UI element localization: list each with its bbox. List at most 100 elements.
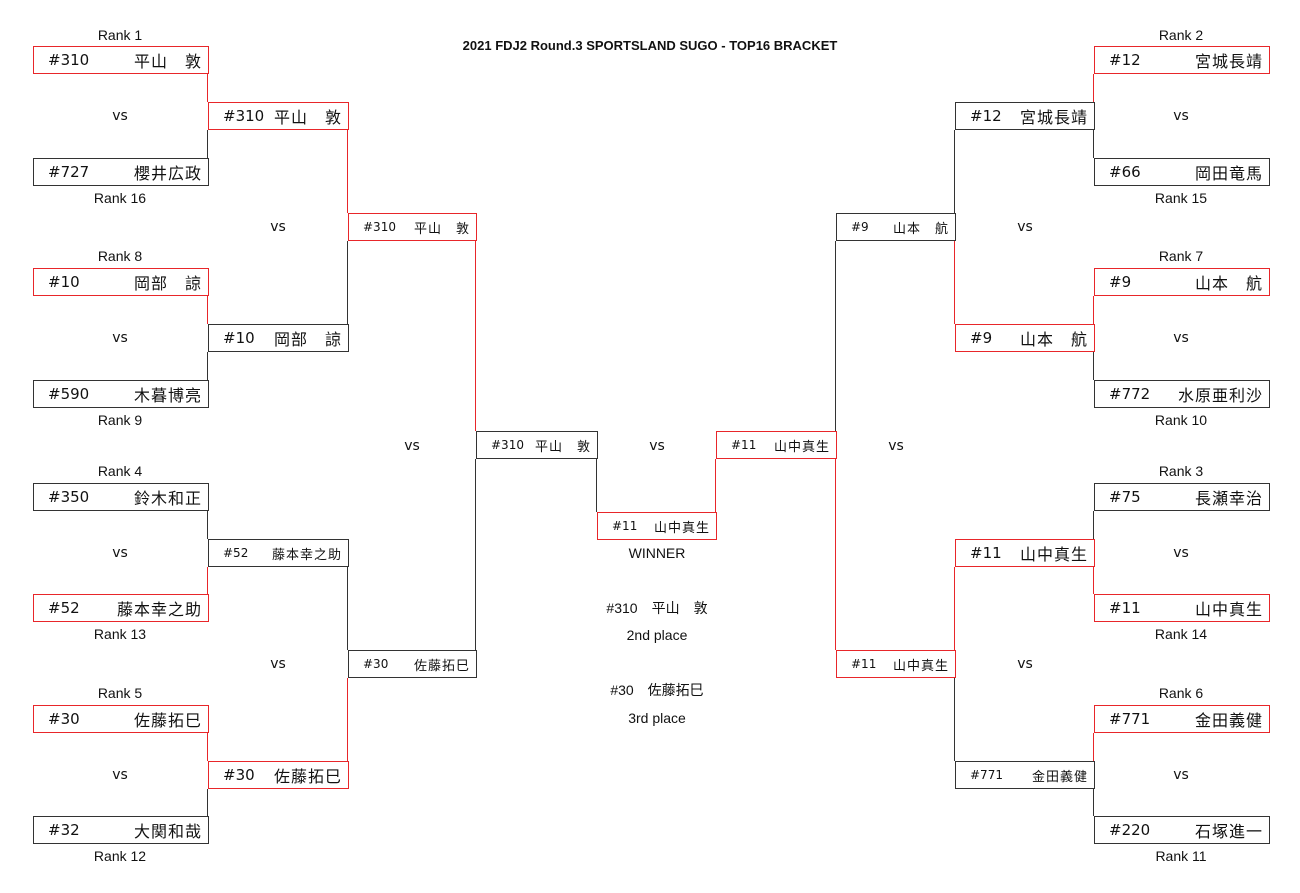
driver-name: 石塚進一: [1194, 822, 1263, 841]
driver-name: 山中真生: [773, 439, 830, 455]
bracket-connector-line: [207, 74, 208, 102]
rank-label: Rank 1: [97, 27, 143, 43]
rank-label: Rank 4: [97, 463, 143, 479]
rank-label: Rank 9: [97, 412, 143, 428]
bracket-connector-line: [207, 733, 208, 761]
rank-label: Rank 6: [1158, 685, 1204, 701]
vs-label: vs: [112, 108, 128, 124]
driver-name: 藤本幸之助: [116, 600, 202, 619]
car-number: #12: [970, 107, 1002, 125]
driver-name: 平山 敦: [133, 52, 202, 71]
bracket-slot: #310 平山 敦: [33, 46, 209, 74]
bracket-slot: #66 岡田竜馬: [1094, 158, 1270, 186]
vs-label: vs: [112, 767, 128, 783]
driver-name: 岡部 諒: [133, 274, 202, 293]
bracket-connector-line: [347, 241, 348, 324]
car-number: #32: [48, 821, 80, 839]
third-place-driver: #30 佐藤拓巳: [610, 682, 704, 698]
vs-label: vs: [270, 219, 286, 235]
driver-name: 岡田竜馬: [1194, 164, 1263, 183]
car-number: #9: [1109, 273, 1132, 291]
driver-name: 山中真生: [1019, 545, 1088, 564]
driver-name: 佐藤拓巳: [413, 658, 470, 674]
bracket-connector-line: [1093, 352, 1094, 380]
bracket-connector-line: [207, 567, 208, 594]
driver-name: 木暮博亮: [133, 386, 202, 405]
rank-label: Rank 2: [1158, 27, 1204, 43]
driver-name: 山中真生: [1194, 600, 1263, 619]
rank-label: Rank 13: [93, 626, 147, 642]
car-number: #350: [48, 488, 90, 506]
bracket-connector-line: [207, 130, 208, 158]
car-number: #771: [1109, 710, 1151, 728]
car-number: #10: [223, 329, 255, 347]
car-number: #11: [731, 438, 757, 452]
bracket-connector-line: [954, 567, 955, 650]
bracket-slot: #11 山中真生: [1094, 594, 1270, 622]
car-number: #727: [48, 163, 90, 181]
driver-name: 藤本幸之助: [271, 547, 342, 563]
rank-label: Rank 14: [1154, 626, 1208, 642]
car-number: #30: [223, 766, 255, 784]
driver-name: 櫻井広政: [133, 164, 202, 183]
rank-label: Rank 7: [1158, 248, 1204, 264]
car-number: #52: [223, 546, 249, 560]
driver-name: 平山 敦: [534, 439, 591, 455]
rank-label: Rank 11: [1155, 848, 1207, 864]
driver-name: 岡部 諒: [273, 330, 342, 349]
bracket-connector-line: [835, 241, 836, 431]
car-number: #30: [48, 710, 80, 728]
driver-name: 山中真生: [892, 658, 949, 674]
bracket-connector-line: [207, 511, 208, 539]
bracket-connector-line: [1093, 511, 1094, 539]
driver-name: 大関和哉: [133, 822, 202, 841]
driver-name: 宮城長靖: [1194, 52, 1263, 71]
winner-label: WINNER: [628, 545, 686, 561]
car-number: #66: [1109, 163, 1141, 181]
car-number: #11: [1109, 599, 1141, 617]
driver-name: 金田義健: [1031, 769, 1088, 785]
bracket-connector-line: [1093, 130, 1094, 158]
car-number: #772: [1109, 385, 1151, 403]
car-number: #310: [363, 220, 396, 234]
bracket-slot: #10 岡部 諒: [208, 324, 349, 352]
bracket-slot: #30 佐藤拓巳: [33, 705, 209, 733]
driver-name: 佐藤拓巳: [133, 711, 202, 730]
car-number: #9: [970, 329, 993, 347]
vs-label: vs: [1173, 330, 1189, 346]
bracket-connector-line: [954, 130, 955, 213]
vs-label: vs: [404, 438, 420, 454]
vs-label: vs: [112, 545, 128, 561]
driver-name: 鈴木和正: [133, 489, 202, 508]
second-place-label: 2nd place: [626, 627, 688, 643]
bracket-title: 2021 FDJ2 Round.3 SPORTSLAND SUGO - TOP1…: [462, 38, 838, 53]
car-number: #30: [363, 657, 389, 671]
bracket-slot: #32 大関和哉: [33, 816, 209, 844]
rank-label: Rank 10: [1154, 412, 1208, 428]
bracket-slot: #30 佐藤拓巳: [348, 650, 477, 678]
third-place-label: 3rd place: [628, 710, 686, 726]
vs-label: vs: [1173, 767, 1189, 783]
bracket-connector-line: [835, 459, 836, 650]
car-number: #11: [612, 519, 638, 533]
vs-label: vs: [270, 656, 286, 672]
bracket-slot: #727 櫻井広政: [33, 158, 209, 186]
rank-label: Rank 15: [1154, 190, 1208, 206]
bracket-slot: #350 鈴木和正: [33, 483, 209, 511]
vs-label: vs: [1017, 219, 1033, 235]
bracket-slot: #11 山中真生: [716, 431, 837, 459]
car-number: #310: [48, 51, 90, 69]
rank-label: Rank 16: [93, 190, 147, 206]
bracket-connector-line: [207, 352, 208, 380]
bracket-connector-line: [1093, 74, 1094, 102]
bracket-connector-line: [954, 678, 955, 761]
bracket-connector-line: [1093, 733, 1094, 761]
